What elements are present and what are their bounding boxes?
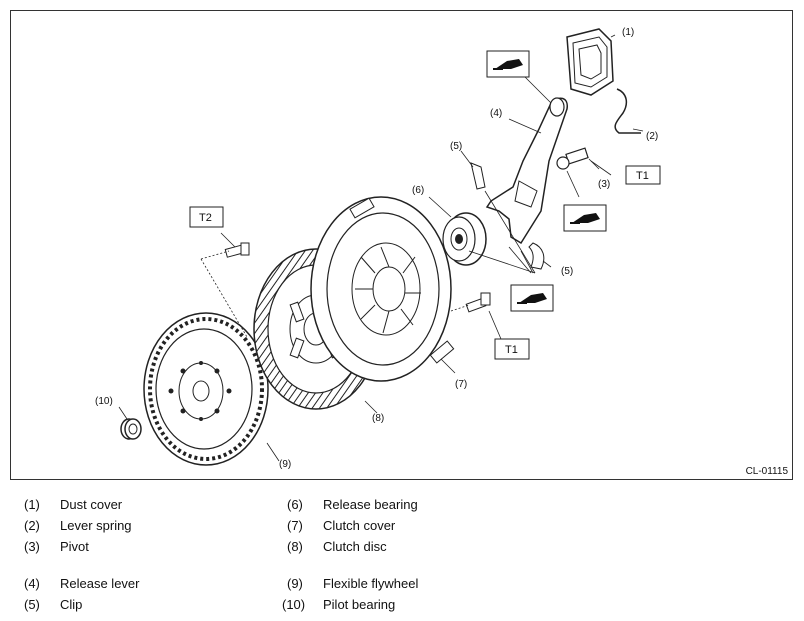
callout-3: (3) [598,179,610,190]
pilot-bearing [120,418,142,440]
diagram-drawing: (1) (2) (3) (4) (5) (5) (6) (7) (8) (9) … [95,27,661,470]
legend-number: (3) [24,539,40,554]
bolt-t1-cover [465,292,491,313]
release-bearing [442,212,487,266]
legend-number: (10) [282,597,306,612]
callout-5-upper: (5) [450,141,462,152]
flexible-flywheel [143,312,269,466]
callout-8: (8) [372,413,384,424]
legend-number: (5) [24,597,40,612]
legend-label: Pilot bearing [323,597,396,612]
dust-cover [566,28,614,96]
clip-upper [470,162,486,190]
legend-number: (2) [24,518,40,533]
lever-spring [614,88,641,134]
callout-7: (7) [455,379,467,390]
legend-number: (9) [287,576,303,591]
legend-number: (8) [287,539,303,554]
pivot [556,147,589,170]
clip-lower [528,242,545,270]
figure-code: CL-01115 [745,466,788,477]
torque-label-t2: T2 [189,206,224,228]
legend-label: Clip [60,597,83,612]
callout-6: (6) [412,185,424,196]
callout-4: (4) [490,108,502,119]
grease-gun-icon [486,50,530,78]
svg-text:T1: T1 [505,344,518,356]
legend-number: (1) [24,497,40,512]
torque-label-t1-cover: T1 [494,338,530,360]
clutch-cover [310,196,455,382]
legend-label: Dust cover [60,497,123,512]
legend-number: (4) [24,576,40,591]
legend-label: Lever spring [60,518,132,533]
legend-label: Release lever [60,576,140,591]
legend-number: (7) [287,518,303,533]
legend-label: Release bearing [323,497,418,512]
legend-number: (6) [287,497,303,512]
callout-1: (1) [622,27,634,38]
exploded-diagram: (1) (2) (3) (4) (5) (5) (6) (7) (8) (9) … [10,10,793,480]
grease-gun-icon [510,284,554,312]
callout-10: (10) [95,396,113,407]
callout-5-lower: (5) [561,266,573,277]
svg-text:T2: T2 [199,212,212,224]
bolt-t2 [224,242,250,258]
legend-label: Clutch cover [323,518,396,533]
grease-gun-icon [563,204,607,232]
legend-label: Pivot [60,539,89,554]
callout-2: (2) [646,131,658,142]
callout-9: (9) [279,459,291,470]
release-lever [485,97,568,245]
legend-label: Clutch disc [323,539,387,554]
svg-text:T1: T1 [636,170,649,182]
legend-label: Flexible flywheel [323,576,419,591]
torque-label-t1-pivot: T1 [625,165,661,185]
